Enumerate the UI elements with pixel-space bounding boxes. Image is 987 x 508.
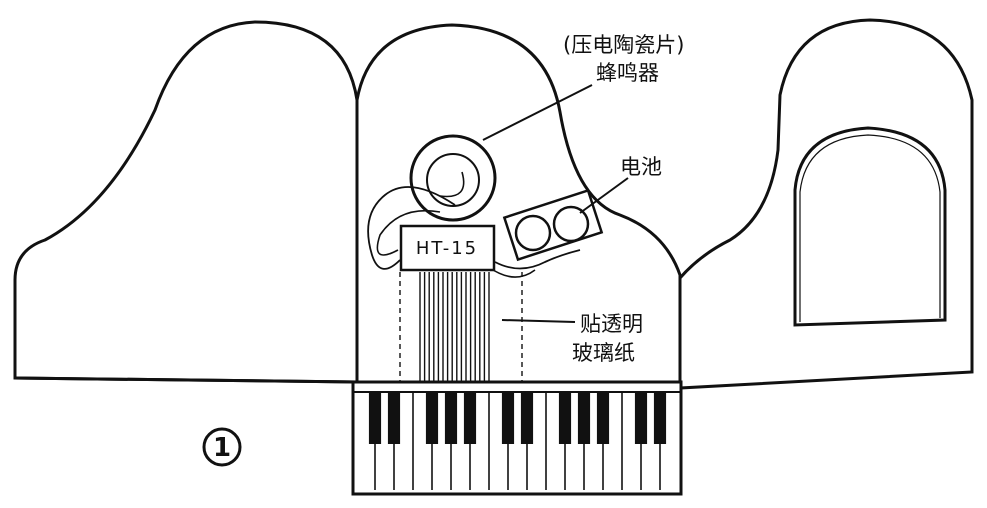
film-label-line2: 玻璃纸 xyxy=(572,341,635,365)
black-key xyxy=(501,392,515,444)
buzzer-disc xyxy=(409,134,497,222)
battery-label: 电池 xyxy=(620,155,662,179)
ht15-chip-label: HT-15 xyxy=(416,238,478,259)
key-wires xyxy=(419,272,490,382)
battery-leader xyxy=(579,177,629,214)
black-key xyxy=(425,392,439,444)
buzzer-wire-left-2 xyxy=(376,209,441,256)
right-panel-window xyxy=(793,126,947,327)
buzzer-leader xyxy=(482,84,593,141)
film-leader xyxy=(501,319,576,323)
black-key xyxy=(368,392,382,444)
black-key xyxy=(577,392,591,444)
battery-wire xyxy=(494,249,581,270)
black-keys xyxy=(368,392,667,444)
buzzer-wire-left xyxy=(367,186,456,270)
battery-holder xyxy=(502,188,604,262)
black-key xyxy=(444,392,458,444)
black-key xyxy=(520,392,534,444)
buzzer-label: 蜂鸣器 xyxy=(596,61,659,85)
piezo-label: (压电陶瓷片) xyxy=(563,33,684,57)
black-key xyxy=(634,392,648,444)
body-bottom-edge xyxy=(14,376,358,384)
figure-number-badge: 1 xyxy=(202,427,242,467)
black-key xyxy=(387,392,401,444)
keyboard xyxy=(351,380,683,496)
black-key xyxy=(463,392,477,444)
right-panel-window-inner xyxy=(799,134,941,322)
left-lid-panel xyxy=(13,20,359,384)
black-key xyxy=(558,392,572,444)
figure-number-text: 1 xyxy=(213,433,231,463)
transparent-film-outline xyxy=(399,272,523,382)
black-key xyxy=(596,392,610,444)
ht15-chip xyxy=(399,224,496,272)
film-label-line1: 贴透明 xyxy=(580,312,643,336)
black-key xyxy=(653,392,667,444)
